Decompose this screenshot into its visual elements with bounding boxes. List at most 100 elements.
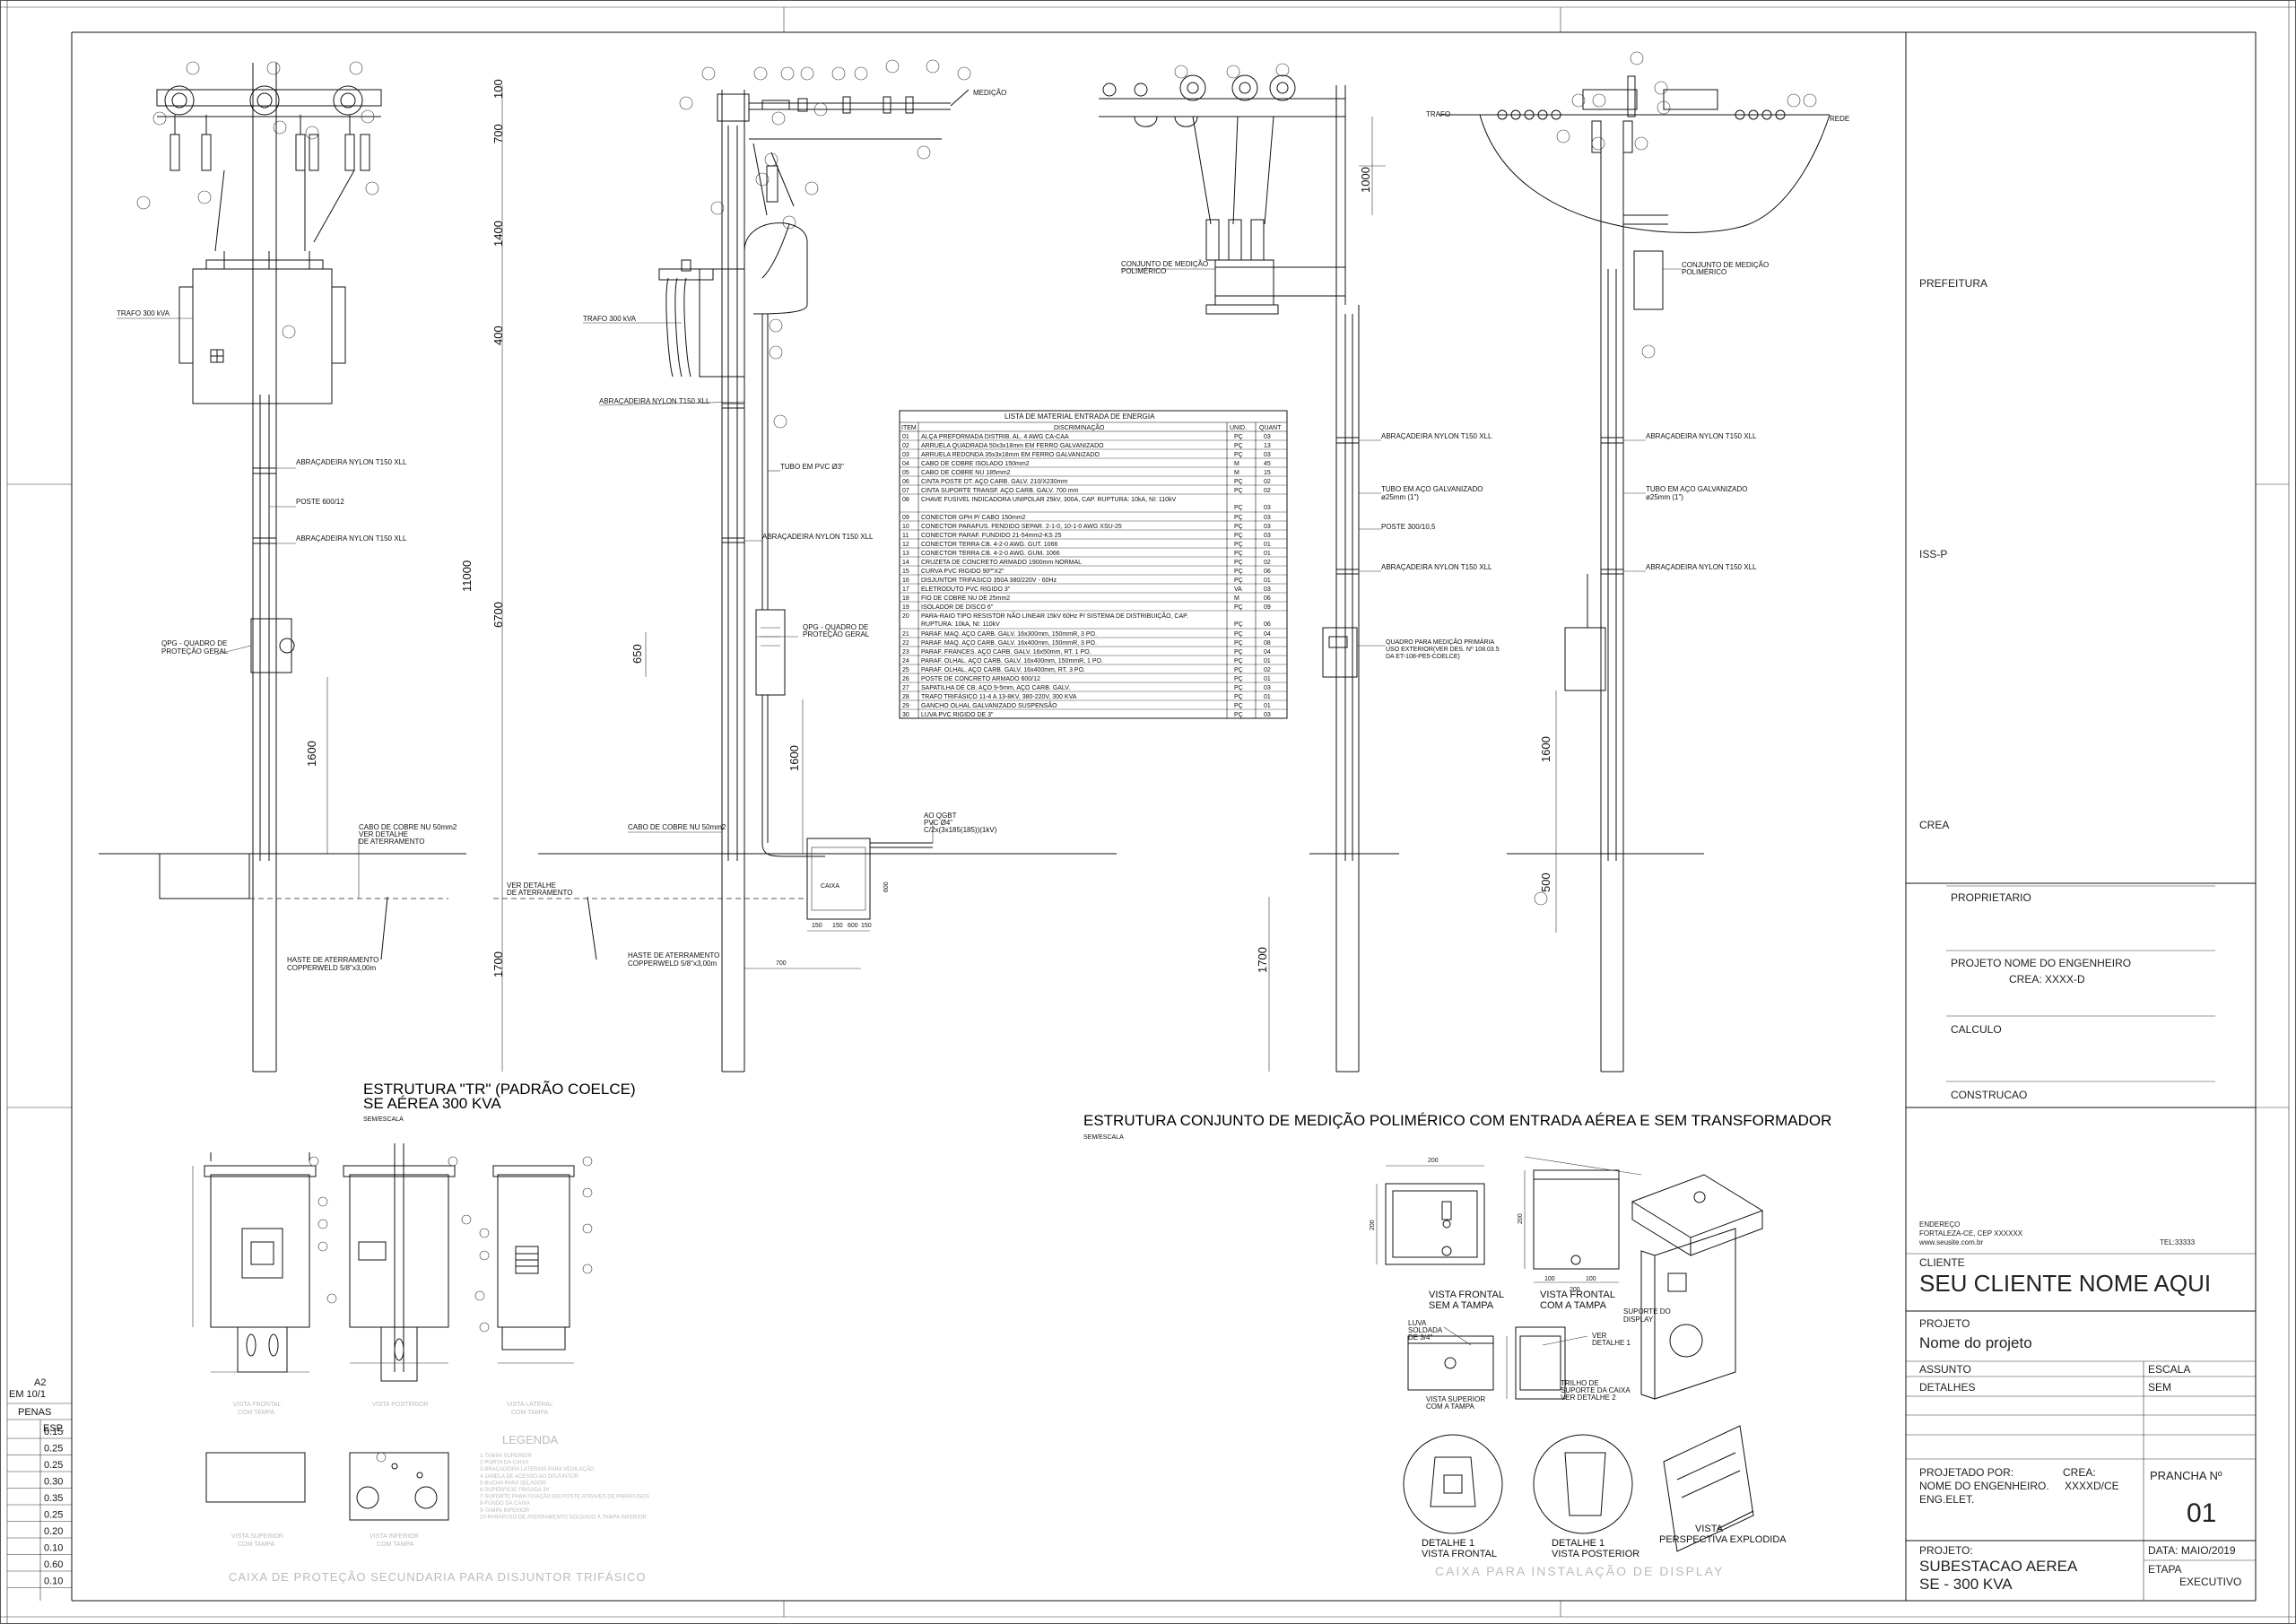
material-list-title: LISTA DE MATERIAL ENTRADA DE ENERGIA <box>1004 413 1155 421</box>
table-cell-unit: PÇ <box>1234 703 1243 709</box>
table-cell-qty: 13 <box>1264 443 1271 449</box>
tb-eng: NOME DO ENGENHEIRO. <box>1919 1480 2049 1492</box>
tb-sem: SEM <box>2148 1381 2171 1394</box>
tb-crea: CREA <box>1919 819 1949 831</box>
table-cell-desc: CABO DE COBRE ISOLADO 150mm2 <box>921 461 1030 467</box>
svg-text:1700: 1700 <box>491 951 505 977</box>
drawing-metering-side: CONJUNTO DE MEDIÇÃO POLIMÉRICO ABRAÇADEI… <box>933 63 1831 1141</box>
db-vfc-2: COM A TAMPA <box>1540 1300 1607 1311</box>
table-cell-desc: CURVA PVC RIGIDO 90º"X2" <box>921 569 1004 575</box>
table-cell-item: 25 <box>902 667 909 673</box>
table-cell-desc: ALÇA PREFORMADA DISTRIB. AL. 4 AWG CA-CA… <box>921 434 1069 440</box>
table-cell-unit: PÇ <box>1234 649 1243 656</box>
svg-text:200: 200 <box>1518 1213 1524 1224</box>
svg-text:1600: 1600 <box>787 745 801 771</box>
table-cell-item: 02 <box>902 443 909 449</box>
pb-view-bottom-2: COM TAMPA <box>377 1541 414 1548</box>
pen-col: ESP. <box>43 1423 65 1434</box>
legend-item: 8-FUNDO DA CAIXA <box>480 1501 530 1507</box>
table-cell-qty: 01 <box>1264 578 1271 584</box>
d3-label-conj-1: CONJUNTO DE MEDIÇÃO <box>1121 260 1208 268</box>
table-cell-unit: PÇ <box>1234 479 1243 485</box>
d4-label-trafo: TRAFO <box>1426 110 1450 118</box>
table-cell-qty: 01 <box>1264 551 1271 557</box>
table-cell-unit: PÇ <box>1234 604 1243 611</box>
d3-label-quadro-1: QUADRO PARA MEDIÇÃO PRIMÁRIA <box>1386 638 1495 646</box>
table-cell-qty: 01 <box>1264 676 1271 682</box>
pen-header-3: PENAS <box>18 1407 51 1418</box>
table-cell-qty: 02 <box>1264 560 1271 566</box>
db-vs-1: VISTA SUPERIOR <box>1426 1395 1485 1403</box>
table-cell-item: 22 <box>902 640 909 647</box>
d2-label-haste-1: HASTE DE ATERRAMENTO <box>628 951 719 960</box>
d3-label-quadro-2: USO EXTERIOR(VER DES. Nº 108.03.5 <box>1386 647 1500 653</box>
table-cell-desc: CINTA SUPORTE TRANSF. AÇO CARB. GALV. 70… <box>921 488 1079 494</box>
tb-prancha-num: 01 <box>2187 1498 2216 1528</box>
d2-label-qgbt-2: PVC Ø4" <box>924 819 952 827</box>
svg-text:1600: 1600 <box>1539 736 1552 762</box>
d2-label-cabo: CABO DE COBRE NU 50mm2 <box>628 823 726 831</box>
table-cell-item: 20 <box>902 613 909 620</box>
tb-construcao: CONSTRUCAO <box>1951 1089 2027 1101</box>
table-cell-desc: CONECTOR TERRA CB. 4-2-0 AWG. GUT. 1066 <box>921 542 1057 548</box>
pb-view-top-2: COM TAMPA <box>238 1541 275 1548</box>
table-cell-unit: PÇ <box>1234 551 1243 557</box>
table-cell-unit: PÇ <box>1234 712 1243 718</box>
d3-label-abr-1: ABRAÇADEIRA NYLON T150 XLL <box>1381 432 1492 440</box>
pb-caption: CAIXA DE PROTEÇÃO SECUNDARIA PARA DISJUN… <box>229 1570 646 1584</box>
tb-site: www.seusite.com.br <box>1918 1238 1983 1246</box>
table-cell-qty: 03 <box>1264 586 1271 593</box>
pen-row-value: 0.30 <box>44 1477 63 1488</box>
table-cell-unit: PÇ <box>1234 434 1243 440</box>
table-cell-qty: 02 <box>1264 479 1271 485</box>
tb-prancha: PRANCHA Nº <box>2150 1469 2222 1482</box>
tb-crea2: CREA: <box>2063 1466 2096 1479</box>
tb-projetado: PROJETADO POR: <box>1919 1466 2013 1479</box>
d2-label-ver-2: DE ATERRAMENTO <box>507 889 573 897</box>
svg-text:100: 100 <box>1544 1276 1555 1282</box>
table-cell-item: 16 <box>902 578 909 584</box>
svg-text:1600: 1600 <box>305 741 318 767</box>
d2-dimensions: 100 700 1400 400 11000 6700 650 1600 170… <box>460 79 890 977</box>
table-cell-item: 07 <box>902 488 909 494</box>
tb-projeto-nome: PROJETO NOME DO ENGENHEIRO <box>1951 957 2131 969</box>
d4-label-conj-2: POLIMÉRICO <box>1682 268 1726 276</box>
table-cell-unit: M <box>1234 470 1239 476</box>
tb-tel: TEL:33333 <box>2160 1238 2196 1246</box>
table-cell-desc: CINTA POSTE DT. AÇO CARB. GALV. 210/X230… <box>921 479 1067 485</box>
svg-text:650: 650 <box>631 644 644 664</box>
svg-text:150: 150 <box>812 923 822 929</box>
d1-label-haste-1: HASTE DE ATERRAMENTO <box>287 956 378 964</box>
table-cell-unit: PÇ <box>1234 533 1243 539</box>
table-cell-desc: CABO DE COBRE NU 185mm2 <box>921 470 1011 476</box>
d2-label-abr-2: ABRAÇADEIRA NYLON T150 XLL <box>762 533 874 541</box>
pen-header-2: EM 10/1 <box>9 1389 46 1400</box>
drawing-tr-structure: TRAFO 300 kVA ABRAÇADEIRA NYLON T150 XLL… <box>99 61 636 1123</box>
pen-row-value: 0.10 <box>44 1543 63 1554</box>
table-cell-qty: 03 <box>1264 515 1271 521</box>
table-cell-item: 06 <box>902 479 909 485</box>
pb-view-front-2: COM TAMPA <box>238 1410 275 1416</box>
d3-label-poste: POSTE 300/10,5 <box>1381 523 1436 531</box>
d1-label-trafo: TRAFO 300 kVA <box>117 309 170 317</box>
table-cell-item: 12 <box>902 542 909 548</box>
tb-assunto: ASSUNTO <box>1919 1363 1971 1376</box>
table-cell-qty: 09 <box>1264 604 1271 611</box>
table-cell-unit: PÇ <box>1234 640 1243 647</box>
d2-label-qgbt-3: C/2x(3x185(185))(1kV) <box>924 826 997 834</box>
left-pen-table: A2 EM 10/1 PENAS ESP. 0.150.250.250.300.… <box>7 1377 72 1601</box>
d1-scale: SEM/ESCALA <box>363 1116 404 1123</box>
table-cell-qty: 03 <box>1264 685 1271 691</box>
svg-text:1000: 1000 <box>1359 167 1372 193</box>
d1-label-qpg-2: PROTEÇÃO GERAL <box>161 647 229 656</box>
d1-label-cabo-3: DE ATERRAMENTO <box>359 838 425 846</box>
table-cell-unit: PÇ <box>1234 694 1243 700</box>
table-cell-item: 05 <box>902 470 909 476</box>
tb-data: DATA: MAIO/2019 <box>2148 1544 2236 1557</box>
